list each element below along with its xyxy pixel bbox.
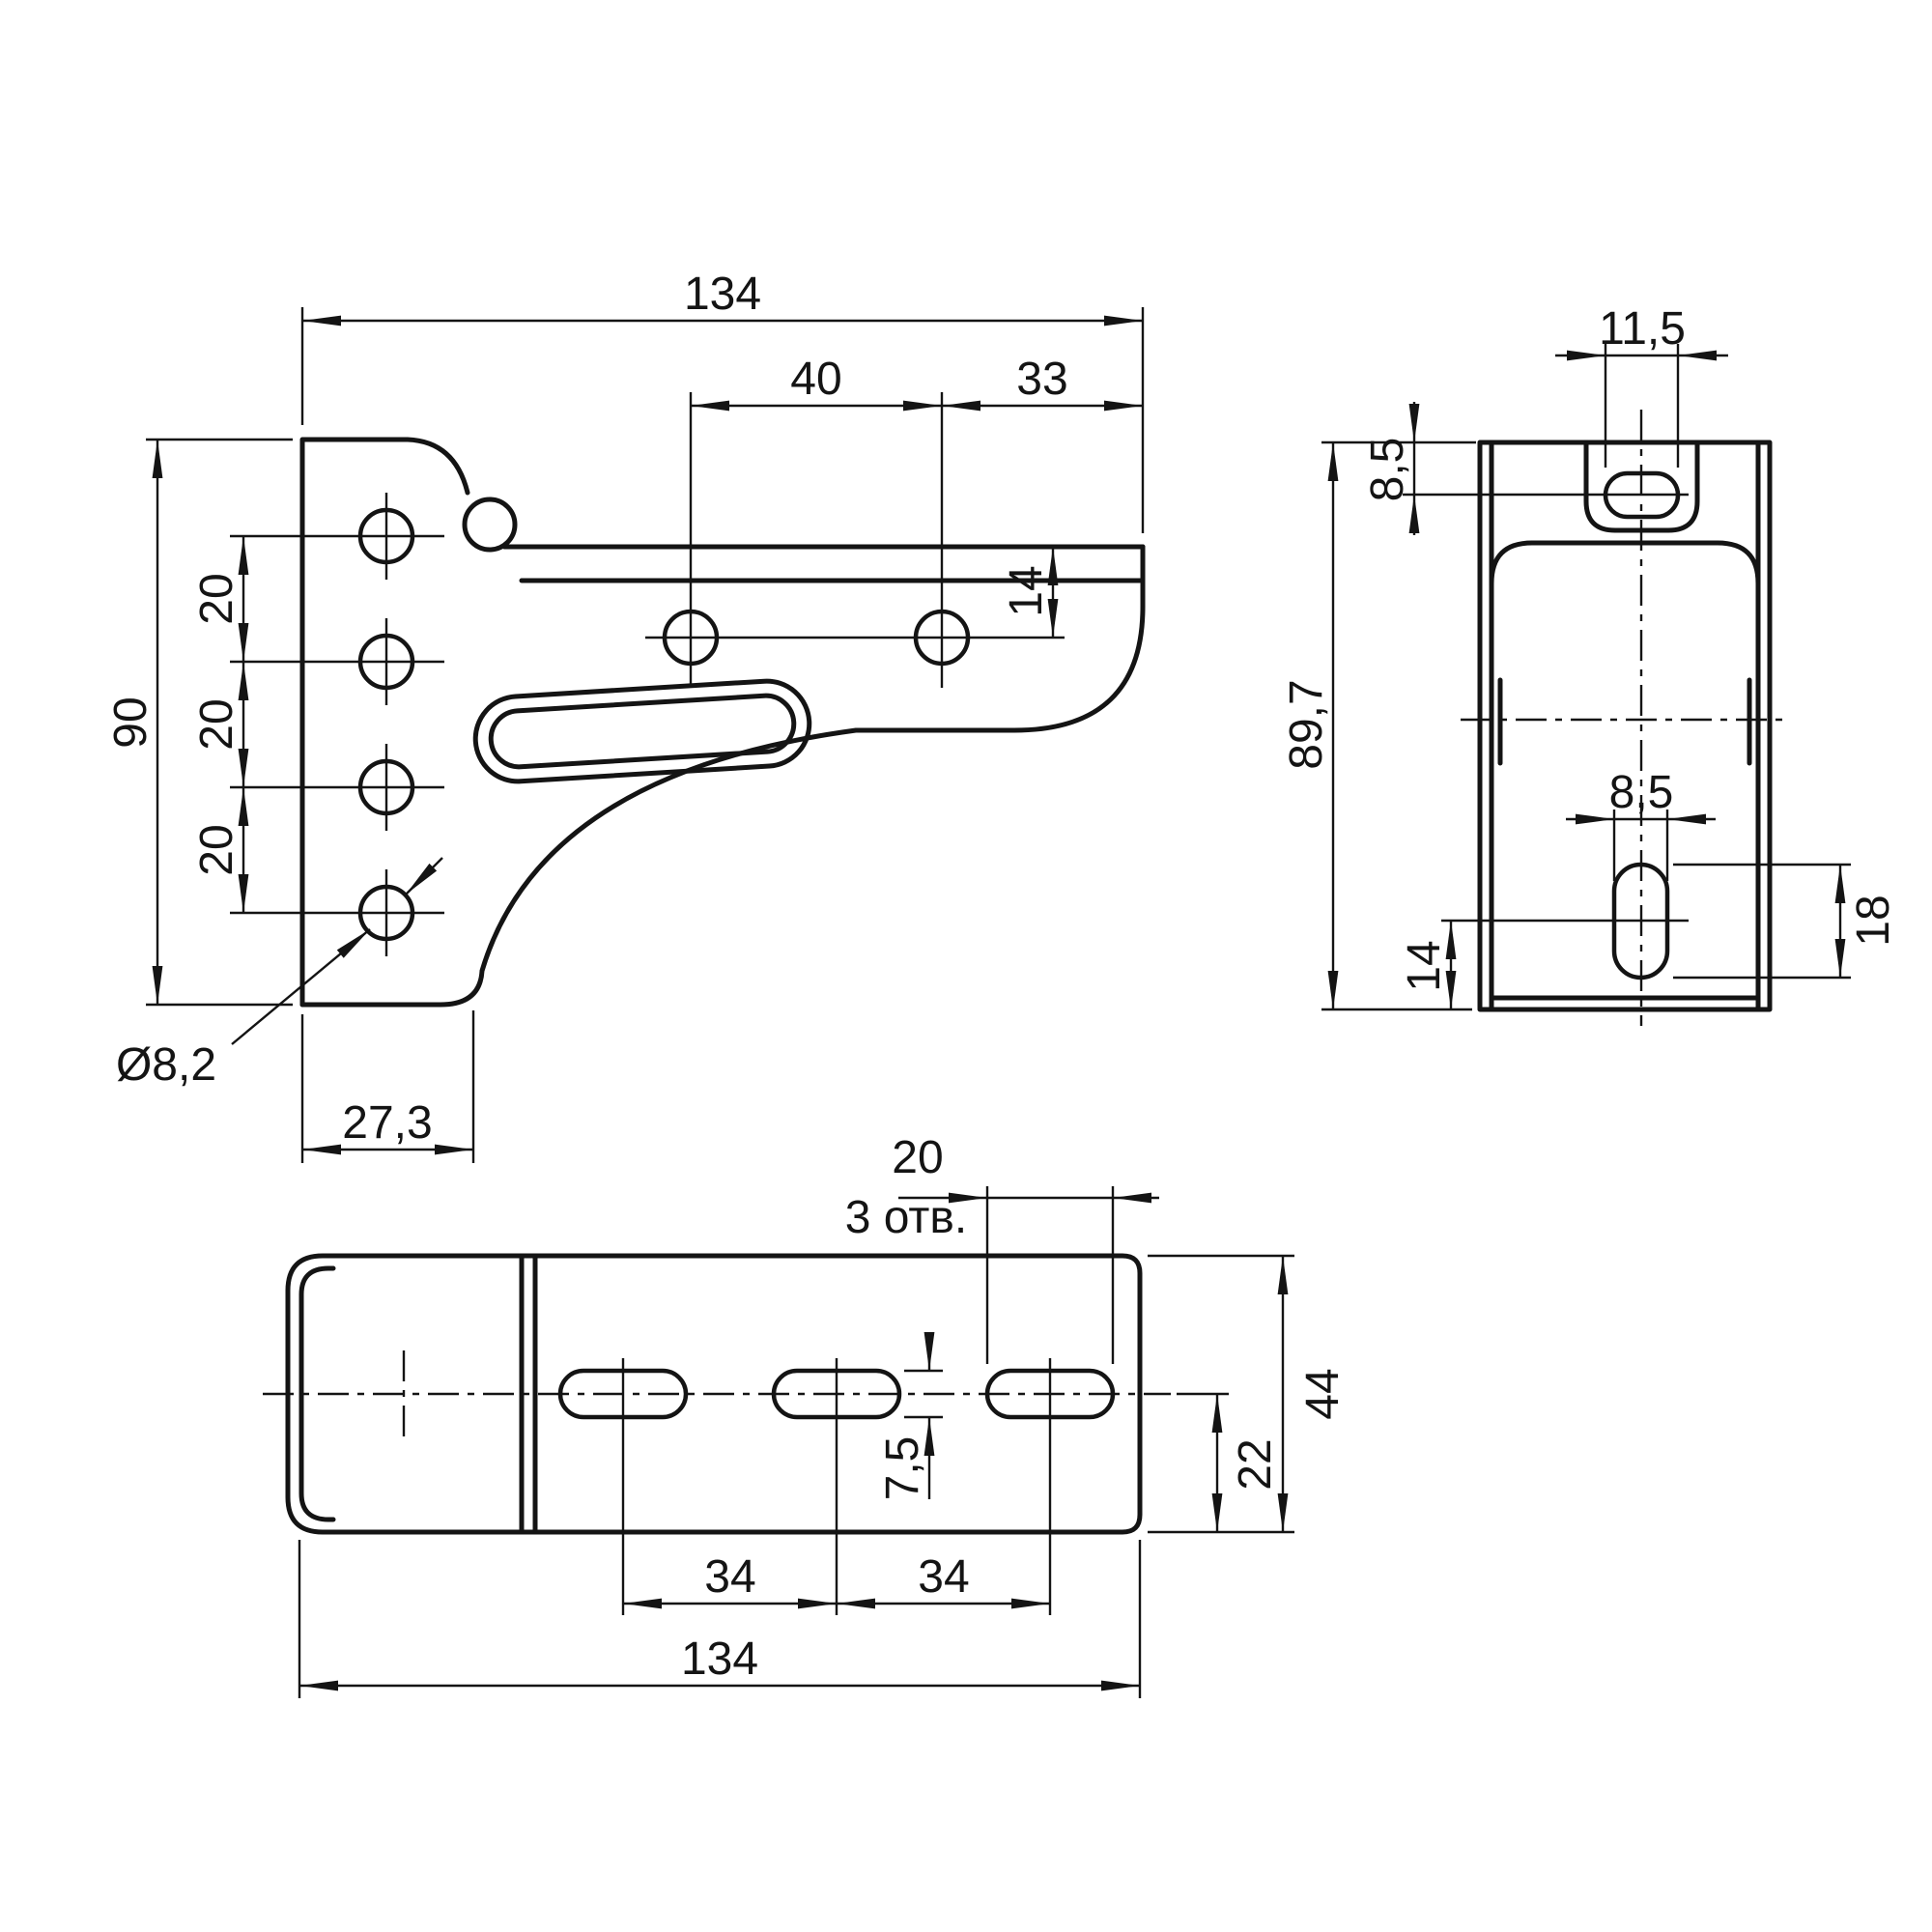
fold-cap-inner xyxy=(298,1265,336,1522)
part-edge xyxy=(1477,440,1773,1012)
slot-outer-contour xyxy=(472,678,812,784)
side-dim-lower-slot-width: 8,5 xyxy=(1609,767,1674,818)
front-dim-overall-width: 134 xyxy=(684,269,761,320)
front-dim-hole-pitch-3: 20 xyxy=(191,824,242,875)
leader-line xyxy=(231,928,371,1045)
side-dim-top-slot-offset: 8,5 xyxy=(1362,438,1413,502)
leader-line xyxy=(405,857,443,895)
side-view: 11,5 8,5 89,7 8,5 18 14 xyxy=(1281,303,1899,1026)
front-view: 134 40 33 90 20 20 20 14 Ø8,2 27,3 xyxy=(105,269,1146,1163)
bottom-dim-slot-length: 20 xyxy=(892,1132,943,1183)
side-dim-lower-slot-offset: 14 xyxy=(1399,940,1450,991)
front-dim-hole-diameter: Ø8,2 xyxy=(116,1039,216,1091)
bottom-dim-overall-depth: 44 xyxy=(1297,1368,1349,1419)
bottom-dim-slot-pitch-2: 34 xyxy=(918,1551,969,1603)
bottom-dim-slot-pitch-1: 34 xyxy=(704,1551,755,1603)
front-dim-hole-span-left: 40 xyxy=(790,354,841,405)
bottom-slot-count-note: 3 отв. xyxy=(845,1192,968,1243)
front-dim-edge-to-hole: 14 xyxy=(1001,565,1052,616)
side-dim-overall-height: 89,7 xyxy=(1281,679,1332,769)
bottom-dim-center-offset: 22 xyxy=(1230,1438,1281,1490)
part-edge xyxy=(299,437,470,1008)
fold-lip-edge xyxy=(1489,540,1761,586)
bottom-dim-overall-width: 134 xyxy=(681,1634,758,1685)
corner-relief-hole xyxy=(462,497,518,553)
part-edge xyxy=(299,544,1146,1008)
front-dim-hole-span-right: 33 xyxy=(1016,354,1067,405)
bottom-view: 20 3 отв. 44 22 7,5 34 34 134 xyxy=(263,1132,1349,1698)
front-dim-overall-height: 90 xyxy=(105,696,156,748)
formed-slot xyxy=(472,678,812,784)
front-dim-leg-width: 27,3 xyxy=(342,1097,432,1149)
bottom-dim-slot-width: 7,5 xyxy=(877,1436,928,1501)
front-dim-hole-pitch-1: 20 xyxy=(191,573,242,624)
side-dim-top-slot-width: 11,5 xyxy=(1599,303,1686,355)
front-dim-hole-pitch-2: 20 xyxy=(191,698,242,750)
side-dim-lower-slot-length: 18 xyxy=(1848,895,1899,946)
part-edge xyxy=(330,1253,1143,1535)
slot-inner-contour xyxy=(488,693,797,770)
